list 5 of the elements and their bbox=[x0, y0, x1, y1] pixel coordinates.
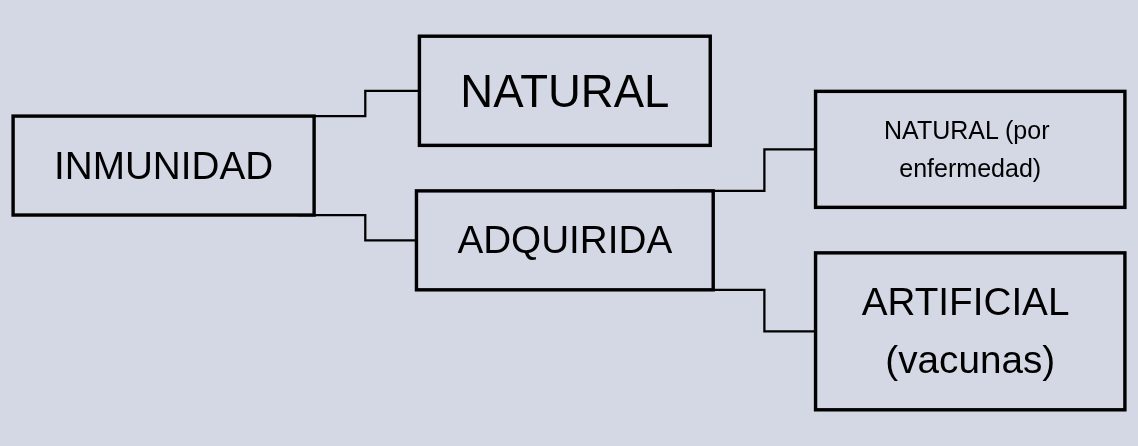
node-box: NATURAL (por enfermedad) bbox=[813, 89, 1127, 210]
node-box: ARTIFICIAL (vacunas) bbox=[813, 251, 1127, 412]
node-box: NATURAL bbox=[417, 34, 712, 148]
node-box: ADQUIRIDA bbox=[414, 189, 715, 292]
node-box: INMUNIDAD bbox=[11, 114, 316, 217]
